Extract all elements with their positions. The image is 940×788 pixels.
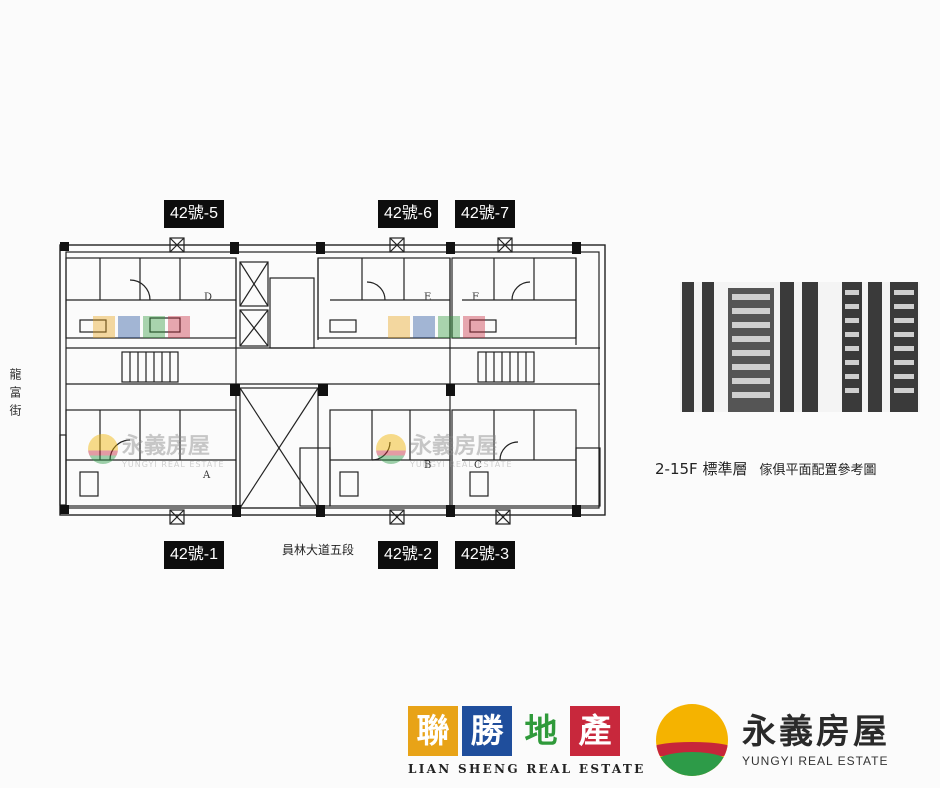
room-letter-c: C: [474, 460, 482, 471]
logo-tile-2: 勝: [462, 706, 512, 756]
logo-tile-1: 聯: [408, 706, 458, 756]
lian-sheng-watermark: [93, 316, 190, 338]
unit-label-42-5: 42號-5: [164, 200, 225, 228]
room-letter-a: A: [203, 470, 211, 481]
logo-tile-4: 產: [570, 706, 620, 756]
room-letter-d: D: [204, 292, 213, 303]
logo-tile-3: 地: [516, 706, 566, 756]
main-road-label: 員林大道五段: [282, 543, 355, 557]
room-letter-e: E: [424, 292, 432, 303]
unit-label-42-1: 42號-1: [164, 541, 225, 569]
floor-caption-title: 2-15F 標準層: [655, 460, 748, 478]
unit-label-42-2: 42號-2: [378, 541, 439, 569]
unit-label-42-3: 42號-3: [455, 541, 516, 569]
floor-caption: 2-15F 標準層傢俱平面配置參考圖: [655, 458, 876, 479]
yungyi-english: YUNGYI REAL ESTATE: [742, 754, 889, 768]
yungyi-logo: 永義房屋 YUNGYI REAL ESTATE: [656, 704, 890, 776]
unit-label-42-6: 42號-6: [378, 200, 439, 228]
floor-caption-subtitle: 傢俱平面配置參考圖: [759, 463, 877, 478]
lian-sheng-english: LIAN SHENG REAL ESTATE: [408, 762, 646, 776]
yungyi-sun-icon: [656, 704, 728, 776]
yungyi-chinese: 永義房屋: [742, 712, 890, 752]
lian-sheng-watermark: [388, 316, 485, 338]
room-letter-f: F: [472, 292, 479, 303]
room-letter-b: B: [424, 460, 432, 471]
side-street-label: 龍富街: [8, 368, 22, 422]
building-photo: [680, 282, 920, 412]
unit-label-42-7: 42號-7: [455, 200, 516, 228]
lian-sheng-logo: 聯 勝 地 產 LIAN SHENG REAL ESTATE: [408, 706, 646, 776]
